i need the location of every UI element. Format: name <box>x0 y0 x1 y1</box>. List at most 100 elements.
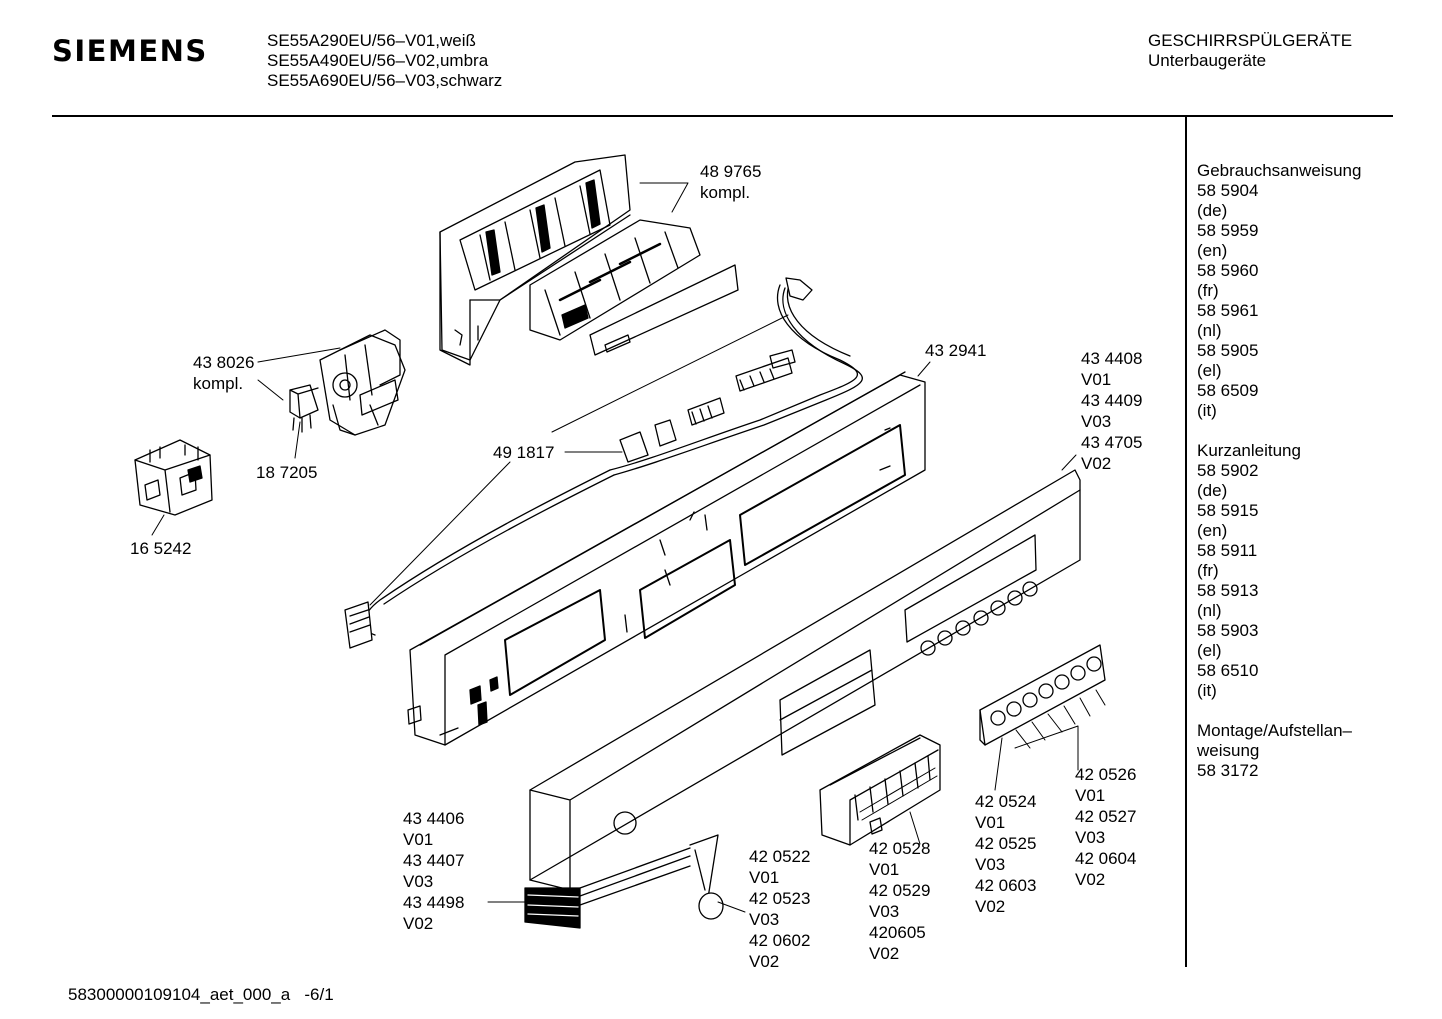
part-note: kompl. <box>700 183 751 202</box>
doc-item: (nl) <box>1197 601 1222 620</box>
part-variant: V03 <box>1081 412 1112 431</box>
doc-group-title: Kurzanleitung <box>1197 441 1301 460</box>
category-block: GESCHIRRSPÜLGERÄTE Unterbaugeräte <box>1148 31 1352 71</box>
doc-item: 58 5902 <box>1197 461 1259 480</box>
doc-item: (fr) <box>1197 561 1219 580</box>
carrier-frame-drawing <box>407 371 926 746</box>
part-variant: V02 <box>869 944 900 963</box>
doc-item: 58 3172 <box>1197 761 1259 780</box>
doc-group-installation: Montage/Aufstellan– weisung 58 3172 <box>1197 721 1361 781</box>
doc-item: 58 5903 <box>1197 621 1259 640</box>
part-number: 48 9765 <box>700 162 762 181</box>
header-divider <box>52 115 1393 117</box>
part-number: 42 0528 <box>869 839 931 858</box>
part-variant: V01 <box>749 868 780 887</box>
part-number: 420605 <box>869 923 926 942</box>
part-label-432941: 43 2941 <box>925 340 986 361</box>
doc-item: 58 6509 <box>1197 381 1259 400</box>
doc-item: (en) <box>1197 521 1228 540</box>
doc-item: (en) <box>1197 241 1228 260</box>
doc-item: weisung <box>1197 741 1260 760</box>
doc-group-title: Montage/Aufstellan– <box>1197 721 1352 740</box>
part-number: 43 2941 <box>925 341 987 360</box>
doc-item: (it) <box>1197 401 1217 420</box>
part-label-434408: 43 4408 V01 43 4409 V03 43 4705 V02 <box>1081 348 1142 474</box>
model-list: SE55A290EU/56–V01,weiß SE55A490EU/56–V02… <box>267 31 502 91</box>
part-label-420526: 42 0526 V01 42 0527 V03 42 0604 V02 <box>1075 764 1136 890</box>
part-number: 42 0604 <box>1075 849 1137 868</box>
part-variant: V01 <box>1081 370 1112 389</box>
doc-item: (fr) <box>1197 281 1219 300</box>
part-number: 43 4408 <box>1081 349 1143 368</box>
part-variant: V01 <box>403 830 434 849</box>
control-module-drawing <box>439 154 739 366</box>
relay-drawing <box>289 384 319 433</box>
part-variant: V01 <box>975 813 1006 832</box>
part-number: 43 4407 <box>403 851 465 870</box>
model-line: SE55A690EU/56–V03,schwarz <box>267 71 503 90</box>
part-variant: V03 <box>869 902 900 921</box>
part-label-420524: 42 0524 V01 42 0525 V03 42 0603 V02 <box>975 791 1036 917</box>
page-number: -6/1 <box>304 985 334 1004</box>
part-number: 18 7205 <box>256 463 318 482</box>
part-number: 42 0529 <box>869 881 931 900</box>
model-line: SE55A490EU/56–V02,umbra <box>267 51 489 70</box>
doc-item: (nl) <box>1197 321 1222 340</box>
part-variant: V03 <box>749 910 780 929</box>
doc-item: (el) <box>1197 361 1222 380</box>
part-note: kompl. <box>193 374 244 393</box>
doc-group-quickguide: Kurzanleitung 58 5902 (de) 58 5915 (en) … <box>1197 441 1361 701</box>
part-number: 42 0602 <box>749 931 811 950</box>
trim-strips-drawing <box>524 847 691 929</box>
doc-item: 58 5959 <box>1197 221 1259 240</box>
doc-item: (de) <box>1197 481 1228 500</box>
part-number: 42 0524 <box>975 792 1037 811</box>
sidebar-divider <box>1185 117 1187 967</box>
doc-item: 58 5904 <box>1197 181 1259 200</box>
part-variant: V02 <box>1075 870 1106 889</box>
part-number: 49 1817 <box>493 443 555 462</box>
part-label-165242: 16 5242 <box>130 538 191 559</box>
part-number: 42 0603 <box>975 876 1037 895</box>
part-variant: V03 <box>403 872 434 891</box>
doc-group-manual: Gebrauchsanweisung 58 5904 (de) 58 5959 … <box>1197 161 1361 421</box>
part-variant: V01 <box>869 860 900 879</box>
part-number: 43 4705 <box>1081 433 1143 452</box>
model-line: SE55A290EU/56–V01,weiß <box>267 31 476 50</box>
wiring-harness-drawing <box>344 277 863 649</box>
part-label-438026: 43 8026 kompl. <box>193 352 254 394</box>
part-number: 42 0522 <box>749 847 811 866</box>
doc-item: 58 5915 <box>1197 501 1259 520</box>
category-title: GESCHIRRSPÜLGERÄTE <box>1148 31 1353 50</box>
part-label-187205: 18 7205 <box>256 462 317 483</box>
doc-item: 58 5913 <box>1197 581 1259 600</box>
doc-item: 58 5960 <box>1197 261 1259 280</box>
leader-lines <box>151 182 1106 913</box>
part-number: 42 0527 <box>1075 807 1137 826</box>
category-subtitle: Unterbaugeräte <box>1148 51 1267 70</box>
doc-item: (de) <box>1197 201 1228 220</box>
valve-assembly-drawing <box>319 329 406 436</box>
part-number: 43 4406 <box>403 809 465 828</box>
part-number: 42 0526 <box>1075 765 1137 784</box>
part-variant: V02 <box>975 897 1006 916</box>
document-id: 58300000109104_aet_000_a <box>68 985 291 1004</box>
part-label-434406: 43 4406 V01 43 4407 V03 43 4498 V02 <box>403 808 464 934</box>
doc-item: (it) <box>1197 681 1217 700</box>
document-footer: 58300000109104_aet_000_a -6/1 <box>68 985 334 1005</box>
part-number: 43 4498 <box>403 893 465 912</box>
part-label-420522: 42 0522 V01 42 0523 V03 42 0602 V02 <box>749 846 810 972</box>
part-variant: V02 <box>749 952 780 971</box>
part-variant: V03 <box>975 855 1006 874</box>
doc-item: 58 5905 <box>1197 341 1259 360</box>
button-strip-drawing <box>979 644 1106 746</box>
doc-group-title: Gebrauchsanweisung <box>1197 161 1362 180</box>
switch-block-drawing <box>134 439 213 516</box>
doc-item: 58 6510 <box>1197 661 1259 680</box>
part-number: 16 5242 <box>130 539 192 558</box>
part-label-491817: 49 1817 <box>493 442 554 463</box>
part-number: 43 4409 <box>1081 391 1143 410</box>
doc-item: 58 5911 <box>1197 541 1258 560</box>
part-variant: V03 <box>1075 828 1106 847</box>
